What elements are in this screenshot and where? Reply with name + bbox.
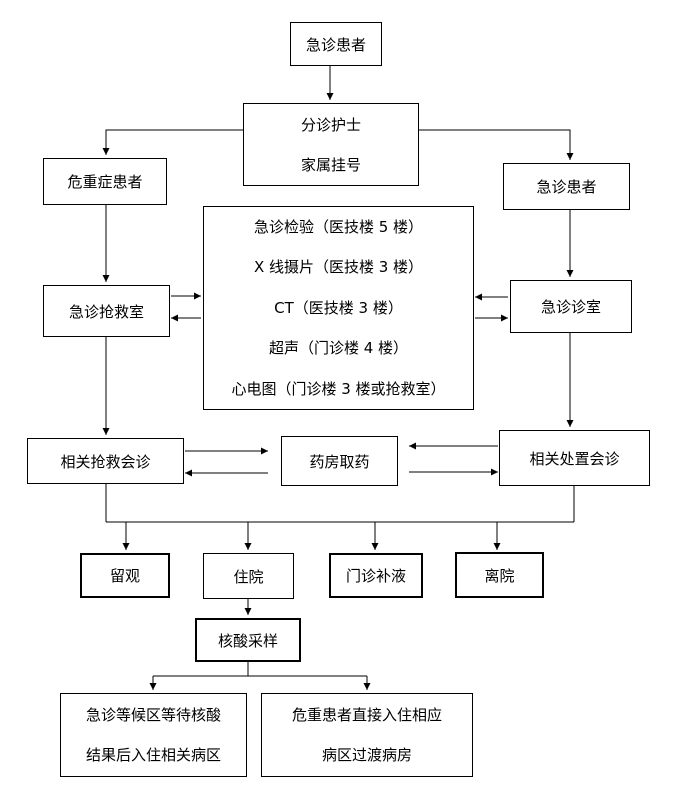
node-label: 急诊患者 — [305, 35, 366, 54]
node-label: 危重症患者 — [67, 173, 143, 191]
node-critical-patient: 危重症患者 — [43, 158, 167, 205]
node-nucleic-acid-sampling: 核酸采样 — [195, 618, 301, 662]
exam-line-2: X 线摄片（医技楼 3 楼） — [253, 258, 424, 277]
node-label-line-1: 急诊等候区等待核酸 — [85, 706, 221, 724]
arrow-triage-to-critical — [102, 129, 243, 155]
node-label: 相关抢救会诊 — [60, 452, 151, 471]
arrow-triage-to-patient-right — [419, 129, 574, 160]
exam-line-5: 心电图（门诊楼 3 楼或抢救室） — [231, 379, 446, 398]
exam-line-3: CT（医技楼 3 楼） — [274, 298, 403, 317]
exam-line-4: 超声（门诊楼 4 楼） — [268, 339, 409, 358]
node-label-line-1: 危重患者直接入住相应 — [291, 706, 442, 724]
node-rescue-room: 急诊抢救室 — [43, 285, 170, 337]
node-label: 急诊患者 — [536, 178, 597, 196]
node-label: 急诊抢救室 — [68, 302, 144, 321]
node-label: 住院 — [233, 567, 264, 586]
node-label-line-2: 结果后入住相关病区 — [85, 746, 221, 764]
exam-line-1: 急诊检验（医技楼 5 楼） — [253, 217, 424, 236]
node-triage: 分诊护士 家属挂号 — [243, 103, 419, 186]
node-label: 相关处置会诊 — [529, 449, 620, 468]
node-label: 离院 — [484, 566, 515, 585]
node-pharmacy: 药房取药 — [281, 436, 398, 486]
node-label: 门诊补液 — [345, 567, 406, 585]
node-outpatient-infusion: 门诊补液 — [329, 553, 423, 598]
node-examinations: 急诊检验（医技楼 5 楼） X 线摄片（医技楼 3 楼） CT（医技楼 3 楼）… — [203, 206, 474, 410]
node-label-line-2: 家属挂号 — [300, 155, 361, 174]
node-label-line-2: 病区过渡病房 — [321, 746, 412, 764]
node-admission: 住院 — [203, 553, 294, 599]
node-wait-for-result: 急诊等候区等待核酸 结果后入住相关病区 — [60, 693, 247, 777]
node-rescue-consultation: 相关抢救会诊 — [27, 438, 184, 484]
node-emergency-patient-top: 急诊患者 — [290, 22, 382, 66]
node-emergency-patient-right: 急诊患者 — [503, 163, 630, 210]
node-observation: 留观 — [80, 553, 170, 598]
node-label: 留观 — [109, 567, 140, 585]
node-treatment-consultation: 相关处置会诊 — [499, 430, 650, 486]
node-discharge: 离院 — [455, 552, 544, 598]
node-direct-admission: 危重患者直接入住相应 病区过渡病房 — [261, 693, 473, 777]
node-label: 核酸采样 — [217, 631, 278, 650]
node-label: 急诊诊室 — [540, 298, 601, 316]
node-label-line-1: 分诊护士 — [300, 115, 361, 134]
node-label: 药房取药 — [309, 452, 370, 471]
node-clinic-room: 急诊诊室 — [510, 280, 632, 333]
